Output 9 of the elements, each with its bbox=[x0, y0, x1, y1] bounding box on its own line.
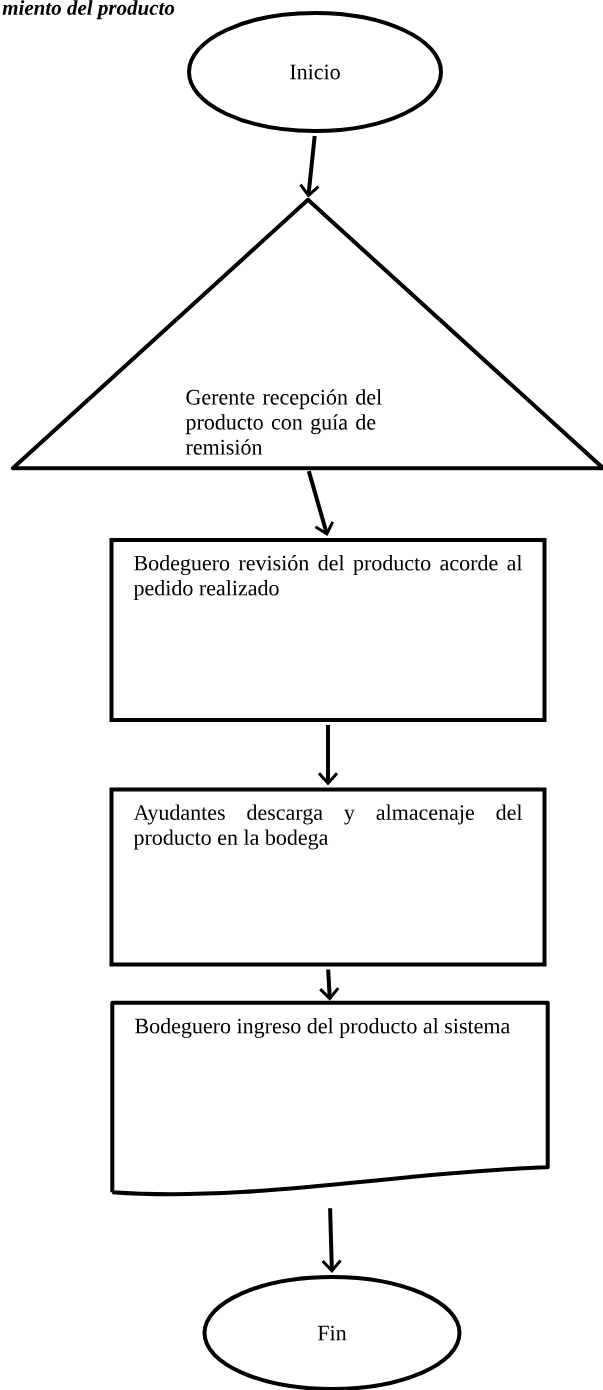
document-shape: Bodeguero ingreso del producto al sistema bbox=[110, 1000, 550, 1197]
heading: miento del producto bbox=[2, 0, 175, 20]
process-box: Ayudantes descarga y almacenaje del producto en la bodega bbox=[109, 787, 547, 967]
arrow bbox=[321, 1208, 342, 1273]
arrow bbox=[317, 725, 339, 786]
arrow bbox=[319, 969, 340, 1001]
arrow bbox=[299, 135, 320, 198]
arrow bbox=[306, 470, 335, 537]
process-box: Bodeguero revisión del producto acorde al pedido realizado bbox=[109, 538, 547, 722]
